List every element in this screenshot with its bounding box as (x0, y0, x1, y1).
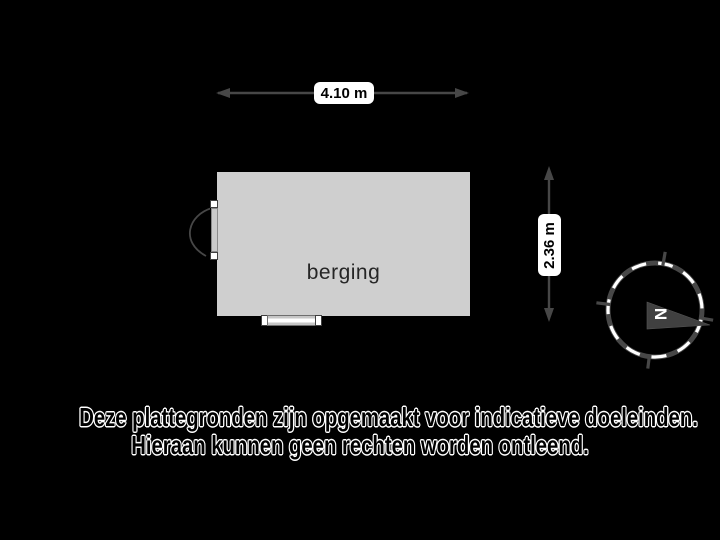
width-dimension-label: 4.10 m (314, 82, 374, 104)
arrow-left-icon (216, 88, 230, 98)
compass-icon (596, 251, 714, 369)
door-swing-arc (189, 207, 213, 257)
door-hinge-bottom (210, 252, 218, 260)
room-berging: berging (210, 165, 477, 323)
height-dimension-label: 2.36 m (538, 214, 561, 276)
compass-needle-icon (646, 301, 711, 330)
room-label: berging (306, 261, 381, 284)
arrow-right-icon (455, 88, 469, 98)
arrow-down-icon (544, 308, 554, 322)
height-dimension-value: 2.36 m (541, 221, 559, 269)
window (261, 315, 322, 326)
window-frame (267, 315, 316, 326)
door-hinge-top (210, 200, 218, 208)
width-dimension-value: 4.10 m (320, 84, 368, 102)
room-floor (217, 172, 470, 316)
disclaimer-line-2: Hieraan kunnen geen rechten worden ontle… (131, 430, 589, 460)
door-leaf (211, 208, 218, 252)
compass-north-label: N (651, 307, 670, 321)
disclaimer-line-1: Deze plattegronden zijn opgemaakt voor i… (79, 402, 698, 432)
arrow-up-icon (544, 166, 554, 180)
window-cap-right (315, 315, 322, 326)
disclaimer: Deze plattegronden zijn opgemaakt voor i… (0, 403, 720, 459)
